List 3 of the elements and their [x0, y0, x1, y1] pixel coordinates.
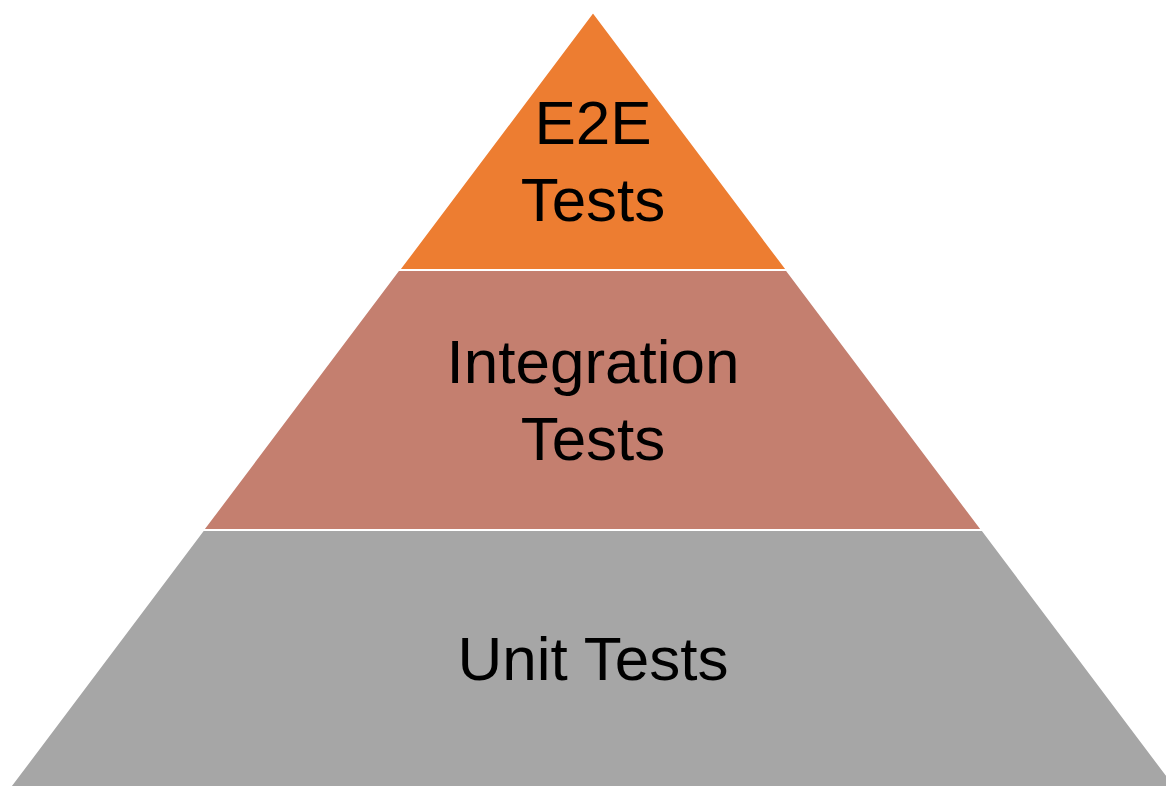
tier-label: Unit Tests — [457, 622, 729, 695]
tier-label: Integration Tests — [445, 325, 741, 475]
tier-label: E2E Tests — [519, 86, 667, 236]
